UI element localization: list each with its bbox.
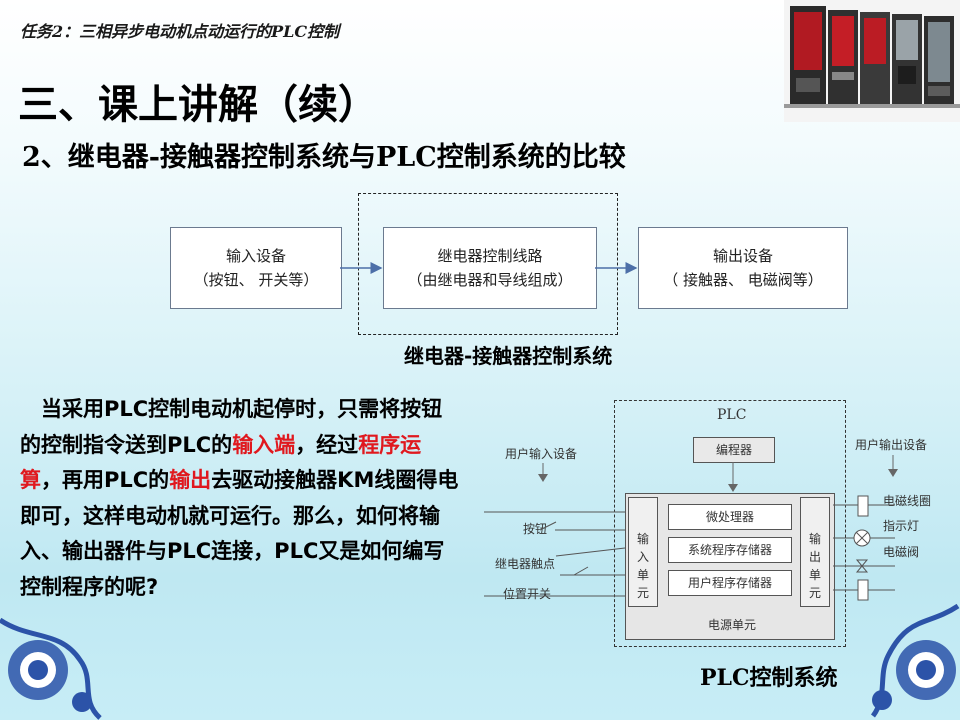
slide-title: 三、课上讲解（续） [18, 82, 378, 128]
slide-subtitle: 2、继电器-接触器控制系统与PLC控制系统的比较 [22, 142, 626, 173]
relay-circuit-box: 继电器控制线路 （由继电器和导线组成） [383, 227, 597, 309]
course-task-header: 任务2：三相异步电动机点动运行的PLC控制 [20, 22, 340, 41]
programmer-box: 编程器 [693, 437, 775, 463]
paragraph-text-3: ，再用PLC的 [41, 468, 170, 492]
relay-circuit-label: 继电器控制线路 [437, 247, 543, 265]
cpu-box: 微处理器 [668, 504, 792, 530]
explanation-paragraph: 当采用PLC控制电动机起停时，只需将按钮的控制指令送到PLC的输入端，经过程序运… [20, 392, 460, 605]
input-device-detail: （按钮、 开关等） [193, 271, 319, 289]
highlight-program-operation: 程序运算 [20, 432, 422, 493]
plc-label: PLC [717, 407, 747, 423]
relay-contact-label: 继电器触点 [495, 557, 556, 571]
system-memory-box: 系统程序存储器 [668, 537, 792, 563]
plc-dashed-boundary [614, 400, 846, 647]
paragraph-text-2: ，经过 [295, 432, 359, 457]
user-input-devices-label: 用户输入设备 [505, 447, 578, 461]
relay-system-dashed-boundary [358, 193, 618, 335]
plc-system-caption: PLC控制系统 [700, 665, 838, 691]
position-switch-label: 位置开关 [503, 587, 552, 601]
relay-circuit-detail: （由继电器和导线组成） [407, 271, 573, 289]
ornament-bottom-left-icon [0, 617, 102, 720]
user-memory-box: 用户程序存储器 [668, 570, 792, 596]
output-device-box: 输出设备 （ 接触器、 电磁阀等） [638, 227, 848, 309]
input-unit-box: 输 入 单 元 [628, 497, 658, 607]
solenoid-valve-label: 电磁阀 [883, 545, 920, 559]
highlight-output: 输出 [169, 468, 212, 492]
input-device-box: 输入设备 （按钮、 开关等） [170, 227, 342, 309]
paragraph-text-1: 当采用PLC控制电动机起停时，只需将按钮的控制指令送到PLC的 [20, 397, 443, 457]
output-device-label: 输出设备 [712, 247, 773, 265]
indicator-lamp-label: 指示灯 [883, 519, 920, 533]
button-label: 按钮 [523, 522, 548, 536]
input-device-label: 输入设备 [225, 247, 286, 265]
solenoid-coil-label: 电磁线圈 [883, 494, 932, 508]
plc-hardware-photo [784, 0, 960, 122]
power-unit-label: 电源单元 [708, 618, 757, 632]
output-device-detail: （ 接触器、 电磁阀等） [663, 271, 823, 289]
relay-system-caption: 继电器-接触器控制系统 [404, 344, 613, 368]
output-unit-box: 输 出 单 元 [800, 497, 830, 607]
user-output-devices-label: 用户输出设备 [855, 438, 928, 452]
ornament-bottom-right-icon [870, 603, 960, 718]
output-unit-label: 输 出 单 元 [808, 532, 821, 600]
input-unit-label: 输 入 单 元 [636, 532, 649, 600]
highlight-input-terminal: 输入端 [232, 432, 296, 457]
paragraph-text-4: 去驱动接触器KM线圈得电即可，这样电动机就可运行。那么，如何将输入、输出器件与P… [20, 468, 459, 599]
